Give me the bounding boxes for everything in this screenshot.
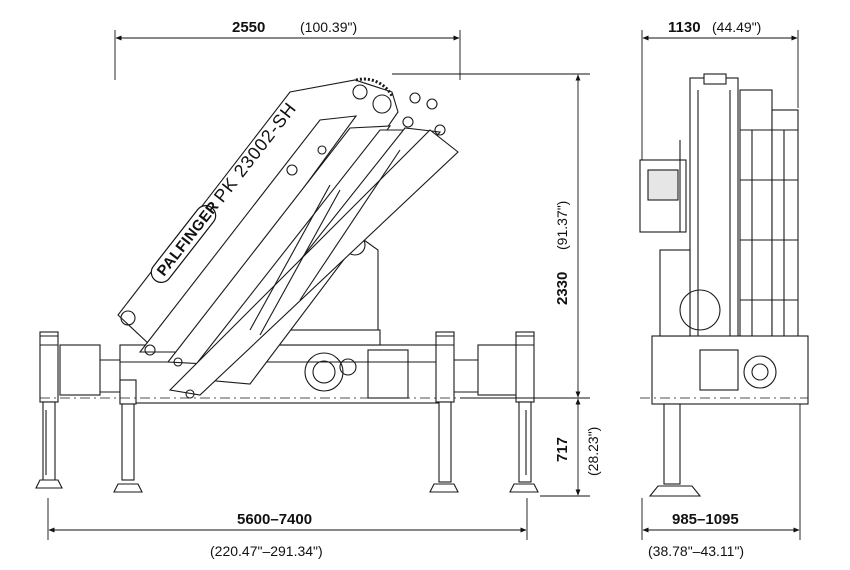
dim-top-width-value: 2550	[232, 19, 265, 36]
crane-front-view	[35, 77, 540, 493]
outrigger-leg-inner-left	[113, 379, 143, 493]
dim-height-imperial: (91.37")	[554, 201, 570, 250]
outrigger-leg-inner-right	[429, 331, 459, 493]
dim-side-width-imperial: (44.49")	[712, 19, 761, 35]
dim-side-base-value: 985–1095	[672, 511, 739, 528]
boom-package	[117, 77, 459, 399]
outrigger-leg-far-right	[509, 331, 539, 493]
base-frame	[59, 344, 520, 404]
dimension-labels: 2550 (100.39") 1130 (44.49") 2330 (91.37…	[210, 19, 761, 559]
outrigger-leg-far-left	[35, 331, 63, 489]
dim-outrigger-span-imperial: (220.47"–291.34")	[210, 543, 323, 559]
dim-side-base-imperial: (38.78"–43.11")	[648, 543, 744, 559]
brand-badge	[150, 205, 217, 283]
dimension-lines	[47, 30, 801, 540]
dim-height-value: 2330	[554, 272, 571, 305]
dim-top-width-imperial: (100.39")	[300, 19, 357, 35]
dim-side-width-value: 1130	[668, 19, 701, 36]
dim-outrigger-span-value: 5600–7400	[237, 511, 312, 528]
crane-side-view	[639, 73, 809, 497]
dim-below-imperial: (28.23")	[585, 427, 601, 476]
dim-below-value: 717	[554, 437, 571, 462]
